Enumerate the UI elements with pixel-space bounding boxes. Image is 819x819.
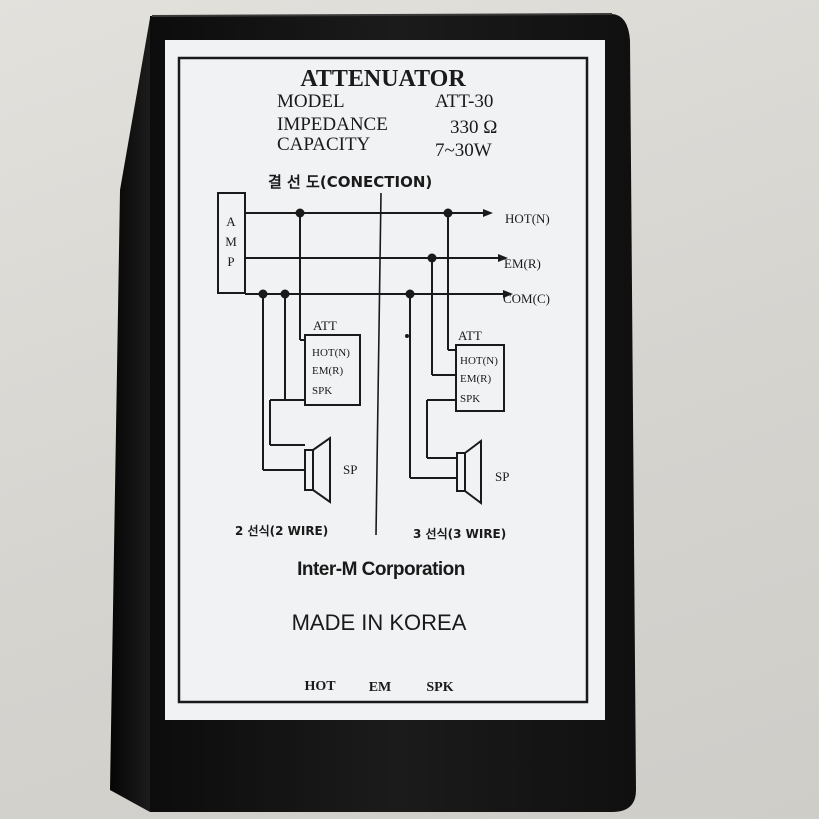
att-box-3wire xyxy=(455,344,505,412)
line-label-hot: HOT(N) xyxy=(505,211,550,226)
speaker-3wire-cone xyxy=(464,439,482,505)
line-label-em: EM(R) xyxy=(504,256,541,271)
label-title: ATTENUATOR xyxy=(300,66,466,92)
caption-3-wire: 3 선식(3 WIRE) xyxy=(413,526,506,541)
att-2wire-row-em: EM(R) xyxy=(312,365,344,377)
spec-model-value: ATT-30 xyxy=(435,91,493,112)
wiring-diagram xyxy=(217,192,513,536)
speaker-2wire-label: SP xyxy=(343,462,357,477)
att-3wire-row-hot: HOT(N) xyxy=(460,355,498,367)
spec-model-key: MODEL xyxy=(277,91,345,112)
att-3wire-row-spk: SPK xyxy=(460,393,480,405)
att-2wire-row-hot: HOT(N) xyxy=(312,347,350,359)
speaker-3wire-label: SP xyxy=(495,469,509,484)
att-2wire-row-spk: SPK xyxy=(312,385,332,397)
amp-letter-a: A xyxy=(226,214,236,229)
made-in-text: MADE IN KOREA xyxy=(292,610,467,635)
spec-capacity-key: CAPACITY xyxy=(277,134,371,155)
spec-capacity-value: 7~30W xyxy=(435,140,492,161)
label-card xyxy=(165,40,605,720)
junction-dots xyxy=(258,208,453,338)
label-border xyxy=(177,56,589,704)
caption-2-wire: 2 선식(2 WIRE) xyxy=(235,523,328,538)
spec-impedance-value: 330 Ω xyxy=(450,117,497,138)
att-2wire-title: ATT xyxy=(313,318,337,333)
speaker-2wire-cone xyxy=(312,436,331,504)
terminal-em: EM xyxy=(369,680,392,695)
att-box-2wire xyxy=(304,334,361,406)
amp-box xyxy=(217,192,246,294)
connection-heading: 결 선 도(CONECTION) xyxy=(268,173,432,191)
center-divider xyxy=(375,192,382,536)
speaker-2wire-magnet xyxy=(304,449,314,491)
maker-logo-text: Inter-M Corporation xyxy=(297,559,465,580)
spec-impedance-key: IMPEDANCE xyxy=(277,114,388,135)
terminal-spk: SPK xyxy=(426,680,453,695)
terminal-hot: HOT xyxy=(304,679,336,694)
device-left-side xyxy=(110,18,150,812)
att-3wire-title: ATT xyxy=(458,328,482,343)
spec-label: ATTENUATOR MODEL ATT-30 IMPEDANCE 330 Ω … xyxy=(165,40,605,720)
line-label-com: COM(C) xyxy=(503,291,550,306)
speaker-3wire-magnet xyxy=(456,452,466,492)
amp-letter-p: P xyxy=(227,254,234,269)
att-3wire-row-em: EM(R) xyxy=(460,373,492,385)
amp-letter-m: M xyxy=(225,234,237,249)
